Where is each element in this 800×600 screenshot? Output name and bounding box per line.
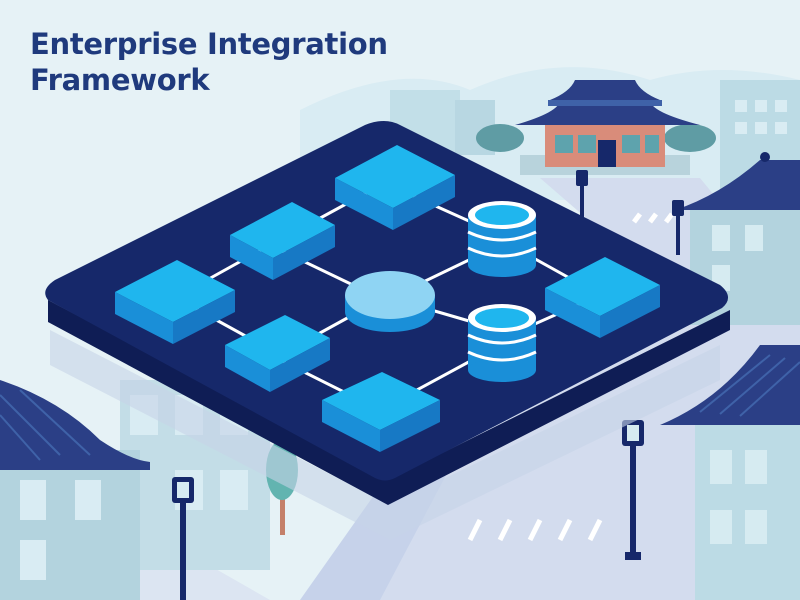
crosswalk-stripes xyxy=(467,212,674,542)
service-block-icon xyxy=(225,315,330,392)
service-block-icon xyxy=(230,202,335,280)
service-block-icon xyxy=(322,372,440,452)
platform-shadow xyxy=(50,330,720,540)
page-title-line-1: Enterprise Integration xyxy=(30,27,388,61)
page-title-line-2: Framework xyxy=(30,63,210,97)
database-cylinder-icon xyxy=(467,201,537,277)
database-cylinder-icon xyxy=(467,304,537,382)
service-block-icon xyxy=(335,145,455,230)
bush xyxy=(664,124,716,152)
traditional-pavilion-icon xyxy=(515,80,700,175)
page-title: Enterprise Integration Framework xyxy=(30,26,388,98)
street-lamp-icon xyxy=(576,170,588,220)
right-front-house xyxy=(660,345,800,600)
service-block-icon xyxy=(115,260,235,344)
central-hub-disc-icon xyxy=(345,271,435,332)
service-block-icon xyxy=(545,257,660,338)
street-lamp-icon xyxy=(622,420,644,560)
street-lamp-icon xyxy=(672,200,684,255)
bush xyxy=(476,124,524,152)
street-lamp-icon xyxy=(172,477,194,600)
